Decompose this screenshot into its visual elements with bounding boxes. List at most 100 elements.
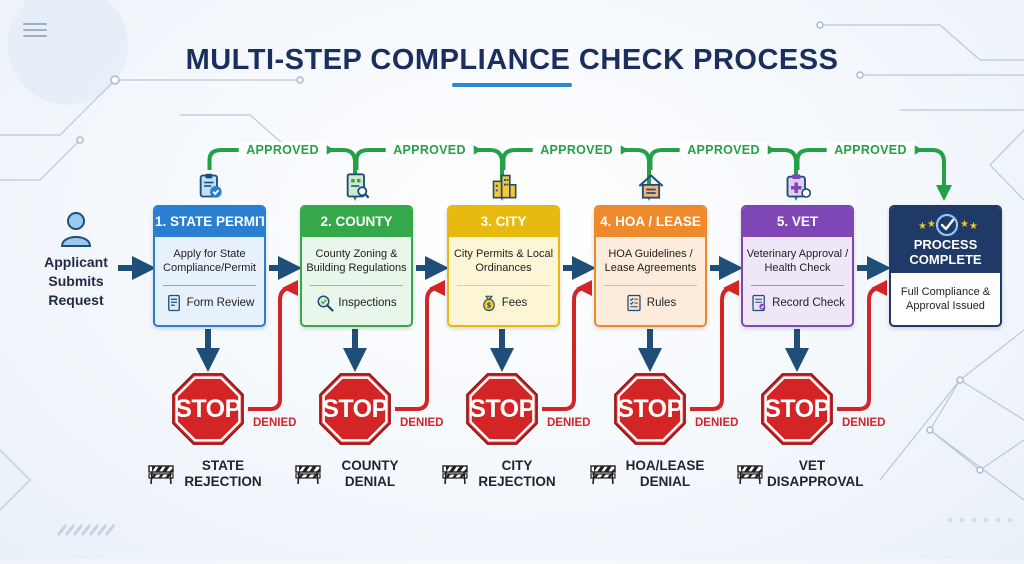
denied-label: DENIED bbox=[400, 417, 444, 429]
process-complete-card: ★ ★ ★ ★ PROCESS COMPLETE Full Compliance… bbox=[889, 205, 1002, 327]
approved-arrowhead bbox=[471, 144, 482, 156]
checklist-icon bbox=[627, 294, 641, 312]
magnifier-icon bbox=[317, 295, 335, 312]
step-footer: Record Check bbox=[743, 286, 852, 320]
step-footer-label: Fees bbox=[501, 297, 528, 309]
outcome-county: COUNTY DENIAL bbox=[290, 458, 420, 490]
svg-text:★: ★ bbox=[918, 221, 927, 232]
step-title: 5. VET bbox=[743, 207, 852, 237]
step-title: 2. COUNTY bbox=[302, 207, 411, 237]
approved-arrowhead bbox=[912, 144, 923, 156]
step-description: County Zoning & Building Regulations bbox=[306, 248, 407, 274]
person-icon bbox=[60, 212, 92, 247]
page-title: MULTI-STEP COMPLIANCE CHECK PROCESS bbox=[185, 44, 839, 76]
step-title: 1. STATE PERMIT bbox=[155, 207, 264, 237]
approved-arrowhead bbox=[618, 144, 629, 156]
step-card-vet: 5. VET Veterinary Approval / Health Check… bbox=[741, 205, 854, 327]
medical-kit-icon bbox=[786, 174, 811, 198]
step-footer: Inspections bbox=[302, 286, 411, 320]
step-description: Veterinary Approval / Health Check bbox=[746, 248, 849, 274]
step-county-top-icon bbox=[343, 172, 371, 200]
step-description: City Permits & Local Ordinances bbox=[453, 248, 554, 274]
applicant-label: Applicant Submits Request bbox=[44, 254, 108, 308]
process-complete-header: ★ ★ ★ ★ PROCESS COMPLETE bbox=[891, 207, 1000, 273]
record-icon bbox=[752, 294, 766, 312]
step-divider bbox=[163, 285, 256, 286]
outcome-label: VET DISAPPROVAL bbox=[767, 458, 864, 489]
step-footer-label: Rules bbox=[646, 297, 677, 309]
denied-label: DENIED bbox=[695, 417, 739, 429]
stop-sign-label: STOP bbox=[764, 395, 830, 423]
barricade-icon bbox=[590, 465, 616, 485]
step-title: 4. HOA / LEASE bbox=[596, 207, 705, 237]
step-description: Apply for State Compliance/Permit bbox=[163, 248, 256, 274]
denied-label: DENIED bbox=[253, 417, 297, 429]
step-footer: $ Fees bbox=[449, 286, 558, 320]
process-complete-title: PROCESS COMPLETE bbox=[909, 237, 982, 267]
step-divider bbox=[457, 285, 550, 286]
denied-label: DENIED bbox=[842, 417, 886, 429]
house-icon bbox=[638, 174, 663, 199]
building-doc-icon bbox=[346, 173, 369, 199]
outcome-label: COUNTY DENIAL bbox=[341, 458, 399, 489]
outcome-label: STATE REJECTION bbox=[184, 458, 262, 489]
stop-sign-label: STOP bbox=[617, 395, 683, 423]
title-underline bbox=[452, 83, 572, 87]
approved-label: APPROVED bbox=[826, 142, 915, 158]
step-divider bbox=[751, 285, 844, 286]
denied-connector bbox=[837, 280, 887, 411]
svg-text:★: ★ bbox=[927, 219, 936, 230]
step-footer: Form Review bbox=[155, 286, 264, 320]
outcome-state: STATE REJECTION bbox=[143, 458, 273, 490]
step-footer-label: Record Check bbox=[772, 297, 845, 309]
step-card-county: 2. COUNTY County Zoning & Building Regula… bbox=[300, 205, 413, 327]
clipboard-icon bbox=[199, 173, 222, 198]
form-icon bbox=[167, 294, 180, 312]
outcome-city: CITY REJECTION bbox=[437, 458, 567, 490]
process-complete-description: Full Compliance & Approval Issued bbox=[900, 286, 991, 312]
denied-connector bbox=[690, 280, 739, 411]
barricade-icon bbox=[295, 465, 321, 485]
denied-label: DENIED bbox=[547, 417, 591, 429]
approved-label: APPROVED bbox=[532, 142, 621, 158]
outcome-hoa: HOA/LEASE DENIAL bbox=[585, 458, 715, 490]
step-card-state: 1. STATE PERMIT Apply for State Complianc… bbox=[153, 205, 266, 327]
step-title: 3. CITY bbox=[449, 207, 558, 237]
outcome-vet: VET DISAPPROVAL bbox=[732, 458, 864, 490]
step-card-city: 3. CITY City Permits & Local Ordinances $ F… bbox=[447, 205, 560, 327]
step-divider bbox=[310, 285, 403, 286]
step-description: HOA Guidelines / Lease Agreements bbox=[604, 248, 697, 274]
step-vet-top-icon bbox=[784, 172, 812, 200]
denied-connector bbox=[395, 280, 445, 411]
svg-text:$: $ bbox=[486, 302, 491, 310]
stop-sign-label: STOP bbox=[175, 395, 241, 423]
check-badge-icon: ★ ★ ★ ★ bbox=[918, 213, 978, 237]
svg-text:★: ★ bbox=[969, 221, 978, 232]
outcome-label: CITY REJECTION bbox=[478, 458, 556, 489]
approved-arrowhead bbox=[765, 144, 776, 156]
barricade-icon bbox=[442, 465, 468, 485]
approved-arrowhead bbox=[324, 144, 335, 156]
step-state-top-icon bbox=[196, 172, 224, 200]
city-buildings-icon bbox=[492, 174, 516, 199]
stop-sign-label: STOP bbox=[322, 395, 388, 423]
step-footer: Rules bbox=[596, 286, 705, 320]
denied-connector bbox=[542, 280, 592, 411]
step-footer-label: Form Review bbox=[186, 297, 255, 309]
approved-label: APPROVED bbox=[238, 142, 327, 158]
outcome-label: HOA/LEASE DENIAL bbox=[625, 458, 705, 489]
denied-connector bbox=[248, 280, 298, 411]
barricade-icon bbox=[737, 465, 763, 485]
step-city-top-icon bbox=[490, 172, 518, 200]
svg-text:★: ★ bbox=[960, 219, 969, 230]
stop-sign-label: STOP bbox=[469, 395, 535, 423]
step-footer-label: Inspections bbox=[338, 297, 397, 309]
approved-label: APPROVED bbox=[385, 142, 474, 158]
step-card-hoa: 4. HOA / LEASE HOA Guidelines / Lease Agr… bbox=[594, 205, 707, 327]
barricade-icon bbox=[148, 465, 174, 485]
money-bag-icon: $ bbox=[482, 295, 495, 312]
approved-label: APPROVED bbox=[679, 142, 768, 158]
step-hoa-top-icon bbox=[637, 172, 665, 200]
step-divider bbox=[604, 285, 697, 286]
